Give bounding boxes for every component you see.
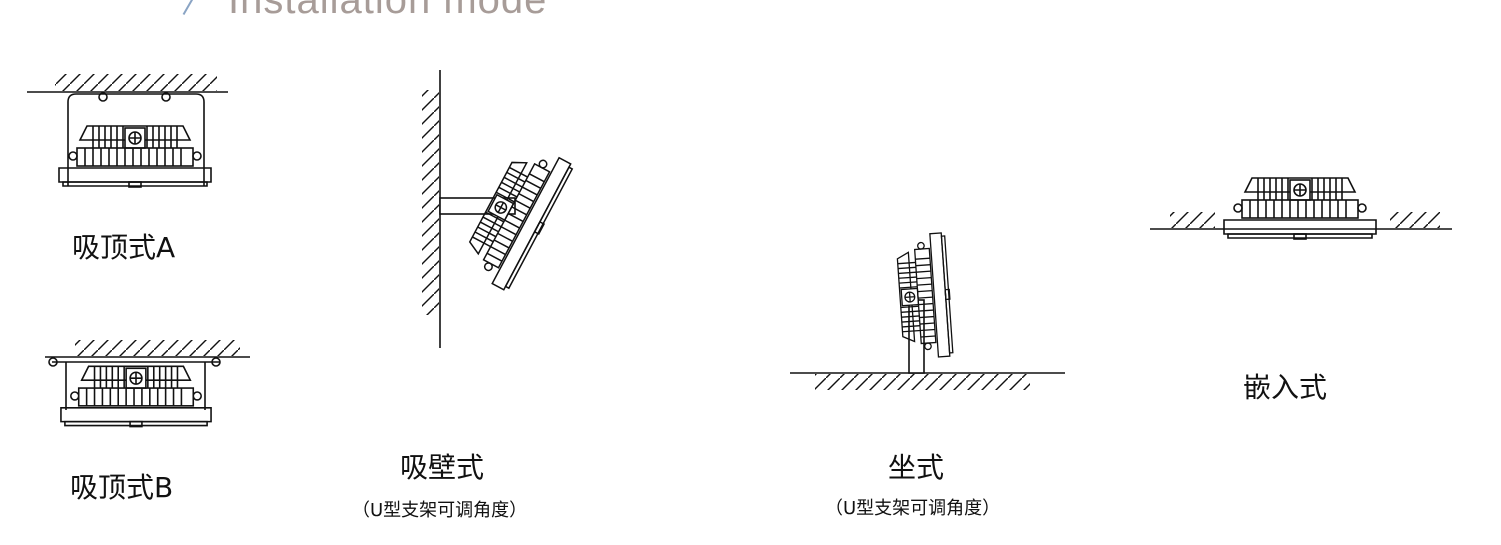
ceiling-mount-a-drawing [27,74,228,188]
mode-label-recessed: 嵌入式 [1243,371,1328,404]
mode-label-floor: 坐式 [888,451,945,484]
floor-mount-drawing [790,231,1065,390]
wall-mount-drawing [422,70,576,348]
mode-label-ceiling-b: 吸顶式B [70,471,174,504]
mode-note-floor: （U型支架可调角度） [825,498,1001,519]
section-title: Installation mode [228,0,548,22]
recessed-mount-drawing [1150,177,1452,240]
ceiling-mount-b-drawing [45,340,250,428]
mode-label-ceiling-a: 吸顶式A [72,231,176,264]
mode-label-wall: 吸壁式 [400,451,485,484]
mode-note-wall: （U型支架可调角度） [352,500,528,521]
